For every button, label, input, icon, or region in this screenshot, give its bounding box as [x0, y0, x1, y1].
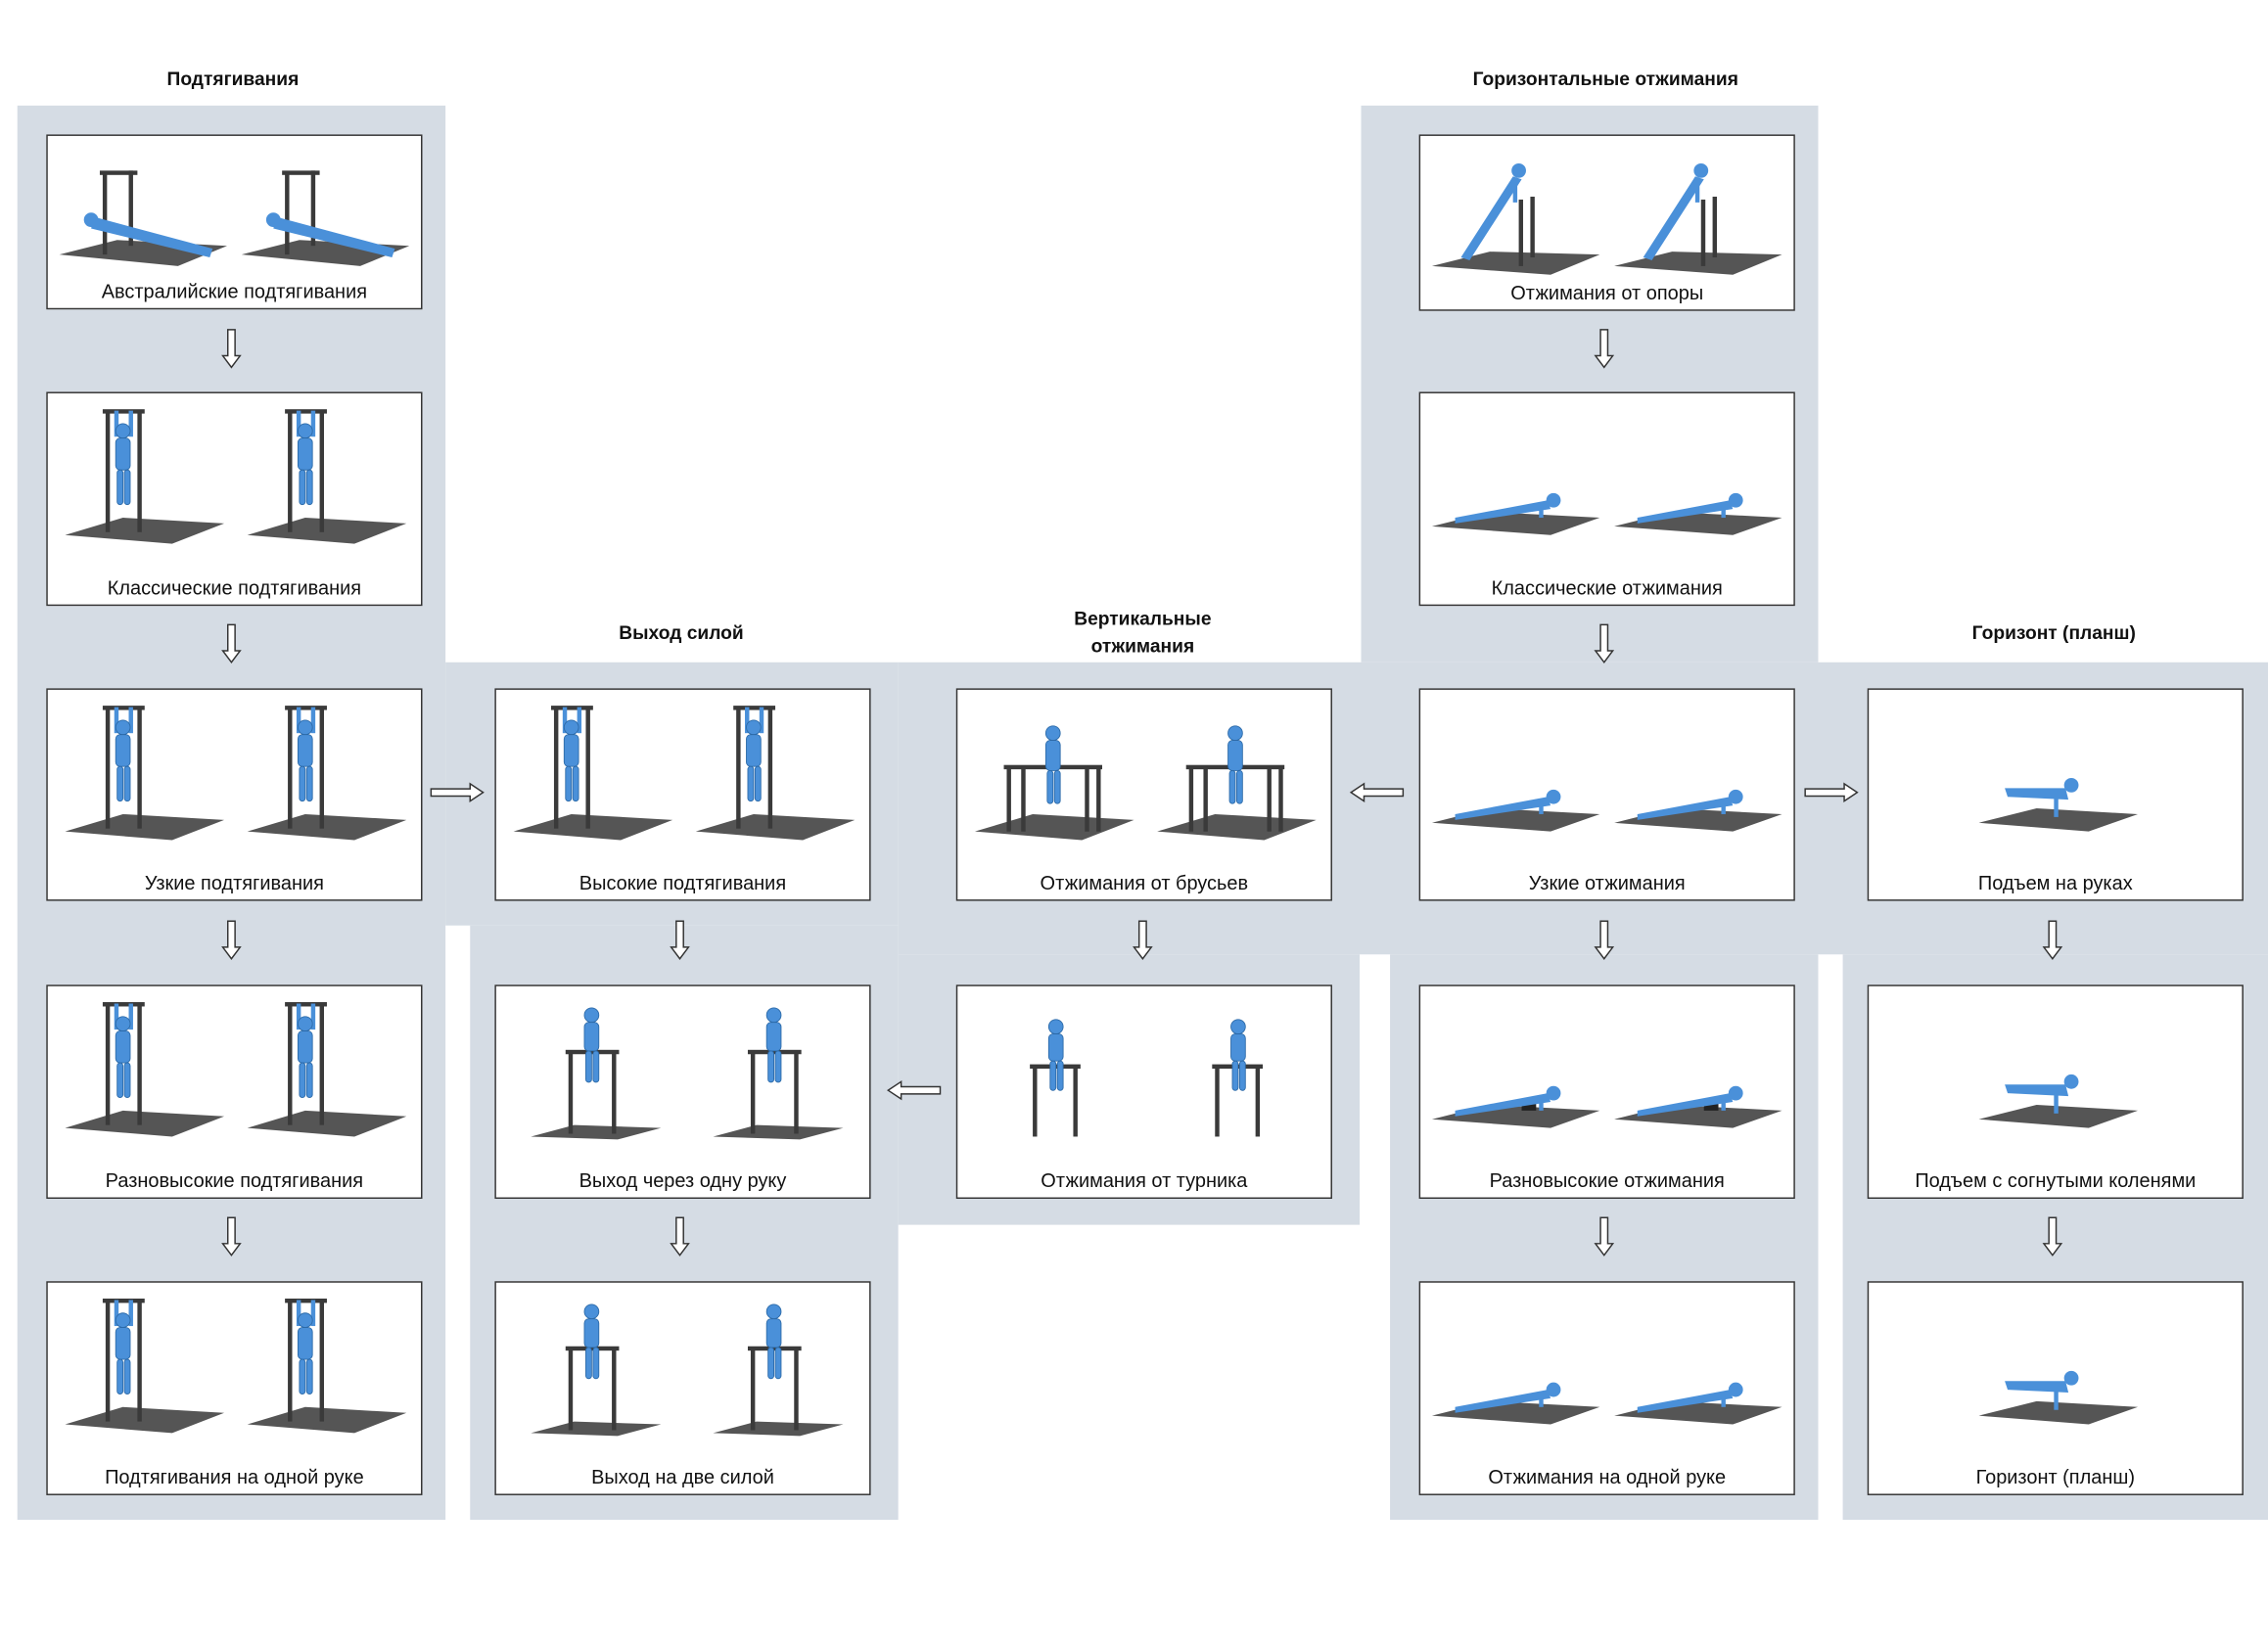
exercise-card-two-arm-muscle-up: Выход на две силой [494, 1281, 871, 1495]
title-pullups: Подтягивания [166, 68, 300, 90]
exercise-caption: Австралийские подтягивания [101, 280, 368, 302]
floor-figure-icon [1614, 1382, 1782, 1425]
arrow-down-icon [1594, 623, 1615, 671]
exercise-card-australian: Австралийские подтягивания [46, 134, 423, 310]
exercise-caption: Разновысокие подтягивания [105, 1169, 364, 1192]
exercise-card-uneven-pushups: Разновысокие отжимания [1418, 984, 1795, 1200]
arrow-down-icon [1133, 920, 1153, 968]
floor-figure-icon [1614, 789, 1782, 832]
arrow-down-icon [1594, 920, 1615, 968]
exercise-card-narrow-pullups: Узкие подтягивания [46, 688, 423, 901]
exercise-caption: Подъем на руках [1977, 872, 2133, 894]
exercise-card-high-pullups: Высокие подтягивания [494, 688, 871, 901]
floor-figure-icon [1431, 1382, 1600, 1425]
arrow-down-icon [670, 1216, 690, 1264]
pullup-bar-figure-icon [247, 1002, 407, 1137]
exercise-caption: Узкие отжимания [1528, 872, 1686, 894]
exercise-caption: Выход через одну руку [579, 1169, 787, 1192]
floor-figure-icon [1431, 789, 1600, 832]
title-horizontal-pushups: Горизонтальные отжимания [1472, 68, 1738, 90]
arrow-down-icon [2042, 920, 2063, 968]
arrow-down-icon [670, 920, 690, 968]
exercise-card-planche: Горизонт (планш) [1867, 1281, 2244, 1495]
low-bar-figure-icon [241, 170, 410, 266]
title-line-2: отжимания [1090, 634, 1195, 657]
exercise-caption: Отжимания от брусьев [1040, 872, 1249, 894]
exercise-caption: Подъем с согнутыми коленями [1915, 1169, 2197, 1192]
exercise-card-one-arm-pushups: Отжимания на одной руке [1418, 1281, 1795, 1495]
pullup-bar-figure-icon [65, 409, 225, 544]
title-vertical-pushups: Вертикальные отжимания [926, 605, 1360, 660]
planche-figure-icon [1978, 778, 2139, 832]
exercise-card-narrow-pushups: Узкие отжимания [1418, 688, 1795, 901]
incline-figure-icon [1614, 162, 1782, 275]
arrow-down-icon [1594, 328, 1615, 376]
exercise-caption: Узкие подтягивания [144, 872, 324, 894]
exercise-caption: Высокие подтягивания [579, 872, 787, 894]
muscle-up-figure-icon [713, 1007, 844, 1140]
planche-figure-icon [1978, 1370, 2139, 1425]
bar-dip-figure-icon [1030, 1019, 1081, 1137]
floor-figure-icon [1614, 492, 1782, 535]
muscle-up-figure-icon [531, 1007, 662, 1140]
exercise-card-classic-pushups: Классические отжимания [1418, 391, 1795, 607]
exercise-card-crow: Подъем на руках [1867, 688, 2244, 901]
pullup-bar-figure-icon [695, 706, 856, 841]
pullup-bar-figure-icon [65, 706, 225, 841]
arrow-left-icon [886, 1079, 942, 1108]
title-planche: Горизонт (планш) [1971, 621, 2136, 644]
floor-figure-icon [1431, 492, 1600, 535]
arrow-left-icon [1349, 782, 1405, 809]
exercise-card-one-arm-muscle-up: Выход через одну руку [494, 984, 871, 1200]
muscle-up-figure-icon [531, 1303, 662, 1437]
pullup-bar-figure-icon [247, 1298, 407, 1434]
exercise-card-dips: Отжимания от брусьев [955, 688, 1332, 901]
exercise-card-incline-pushups: Отжимания от опоры [1418, 134, 1795, 311]
exercise-caption: Выход на две силой [591, 1466, 774, 1488]
arrow-down-icon [1594, 1216, 1615, 1264]
exercise-caption: Разновысокие отжимания [1489, 1169, 1725, 1192]
arrow-down-icon [221, 920, 242, 968]
dip-bars-figure-icon [974, 725, 1134, 841]
title-muscle-up: Выход силой [619, 621, 744, 644]
exercise-caption: Классические подтягивания [107, 576, 362, 599]
exercise-caption: Классические отжимания [1491, 576, 1723, 599]
exercise-card-bar-dips: Отжимания от турника [955, 984, 1332, 1200]
exercise-caption: Отжимания на одной руке [1488, 1466, 1727, 1488]
pullup-bar-figure-icon [65, 1298, 225, 1434]
exercise-caption: Горизонт (планш) [1975, 1466, 2135, 1488]
exercise-card-one-arm-pullups: Подтягивания на одной руке [46, 1281, 423, 1495]
exercise-card-classic-pullups: Классические подтягивания [46, 391, 423, 607]
exercise-card-tuck: Подъем с согнутыми коленями [1867, 984, 2244, 1200]
bar-dip-figure-icon [1212, 1019, 1264, 1137]
exercise-caption: Подтягивания на одной руке [105, 1466, 364, 1488]
arrow-down-icon [221, 623, 242, 671]
arrow-right-icon [1804, 782, 1859, 809]
muscle-up-figure-icon [713, 1303, 844, 1437]
exercise-card-uneven-pullups: Разновысокие подтягивания [46, 984, 423, 1200]
incline-figure-icon [1431, 162, 1600, 275]
pullup-bar-figure-icon [247, 706, 407, 841]
planche-figure-icon [1978, 1074, 2139, 1128]
arrow-down-icon [221, 328, 242, 376]
dip-bars-figure-icon [1157, 725, 1317, 841]
title-line-1: Вертикальные [1074, 607, 1212, 629]
exercise-caption: Отжимания от опоры [1510, 282, 1704, 304]
arrow-down-icon [2042, 1216, 2063, 1264]
arrow-right-icon [430, 782, 485, 809]
floor-block-figure-icon [1614, 1085, 1782, 1128]
pullup-bar-figure-icon [65, 1002, 225, 1137]
pullup-bar-figure-icon [247, 409, 407, 544]
arrow-down-icon [221, 1216, 242, 1264]
floor-block-figure-icon [1431, 1085, 1600, 1128]
low-bar-figure-icon [59, 170, 227, 266]
pullup-bar-figure-icon [513, 706, 673, 841]
exercise-caption: Отжимания от турника [1041, 1169, 1248, 1192]
